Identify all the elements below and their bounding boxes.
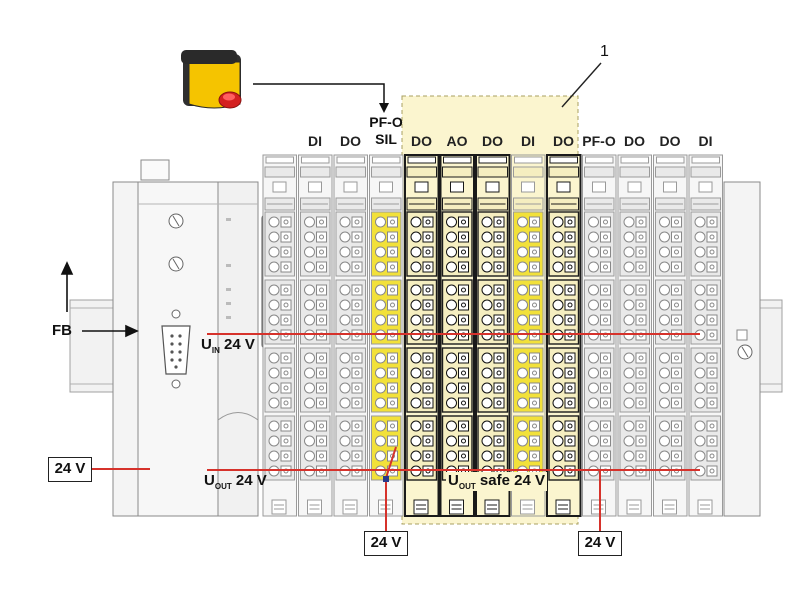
uout-safe-value: safe 24 V: [479, 472, 545, 489]
fb-label: FB: [52, 322, 72, 339]
estop-wire: [253, 83, 385, 104]
screw-icon: [168, 213, 184, 389]
io-module: [404, 154, 440, 517]
module-label: DO: [340, 133, 361, 149]
uout-safe-sub: OUT: [458, 482, 476, 491]
safe-link-line: [385, 446, 397, 479]
uin-label: UIN 24 V: [201, 336, 255, 355]
io-module: [582, 154, 617, 517]
power-lines: [90, 333, 700, 531]
uin-sub: IN: [211, 346, 220, 355]
module-label: DO: [553, 133, 574, 149]
link-marker: [383, 476, 389, 482]
uout-u: U: [204, 472, 215, 489]
uin-u: U: [201, 336, 212, 353]
module-label: PF-O: [582, 133, 616, 149]
din-rail-right: [757, 299, 783, 393]
module-label: DO: [411, 133, 432, 149]
io-module: [546, 154, 582, 517]
uout-value: 24 V: [235, 472, 267, 489]
io-modules: [262, 154, 723, 517]
uin-value: 24 V: [224, 336, 255, 353]
supply-mid-label: 24 V: [364, 531, 408, 556]
module-label: DO: [482, 133, 503, 149]
pfo-sil-label: PF-O SIL: [368, 114, 404, 148]
estop-arrowhead: [379, 103, 389, 113]
uout-safe-u: U: [448, 472, 459, 489]
io-module: [688, 154, 723, 517]
io-module: [439, 154, 475, 517]
io-module: [262, 154, 297, 517]
io-module: [511, 154, 546, 517]
io-module: [298, 154, 333, 517]
module-label: DI: [308, 133, 322, 149]
io-module: [653, 154, 688, 517]
callout-number: 1: [600, 43, 609, 60]
io-module: [369, 154, 404, 517]
supply-right-label: 24 V: [578, 531, 622, 556]
uout-label: UOUT 24 V: [204, 472, 267, 491]
module-label: DI: [521, 133, 535, 149]
callout-leader-line: [561, 62, 602, 108]
uout-safe-label: UOUT safe 24 V: [446, 472, 547, 491]
module-label: DO: [624, 133, 645, 149]
pfo-sil-line2: SIL: [375, 131, 397, 147]
module-label: AO: [446, 133, 468, 149]
emergency-stop-icon: [181, 50, 242, 109]
din-rail-left: [69, 299, 116, 393]
module-label: DO: [659, 133, 681, 149]
module-label: DI: [698, 133, 713, 149]
io-module: [475, 154, 511, 517]
io-module: [333, 154, 368, 517]
pfo-sil-line1: PF-O: [369, 114, 403, 130]
end-module: [723, 181, 761, 517]
io-module: [617, 154, 652, 517]
supply-left-label: 24 V: [48, 457, 92, 482]
uout-sub: OUT: [214, 482, 232, 491]
sub-d-connector-icon: [161, 325, 191, 375]
fieldbus-arrows: [60, 261, 139, 338]
